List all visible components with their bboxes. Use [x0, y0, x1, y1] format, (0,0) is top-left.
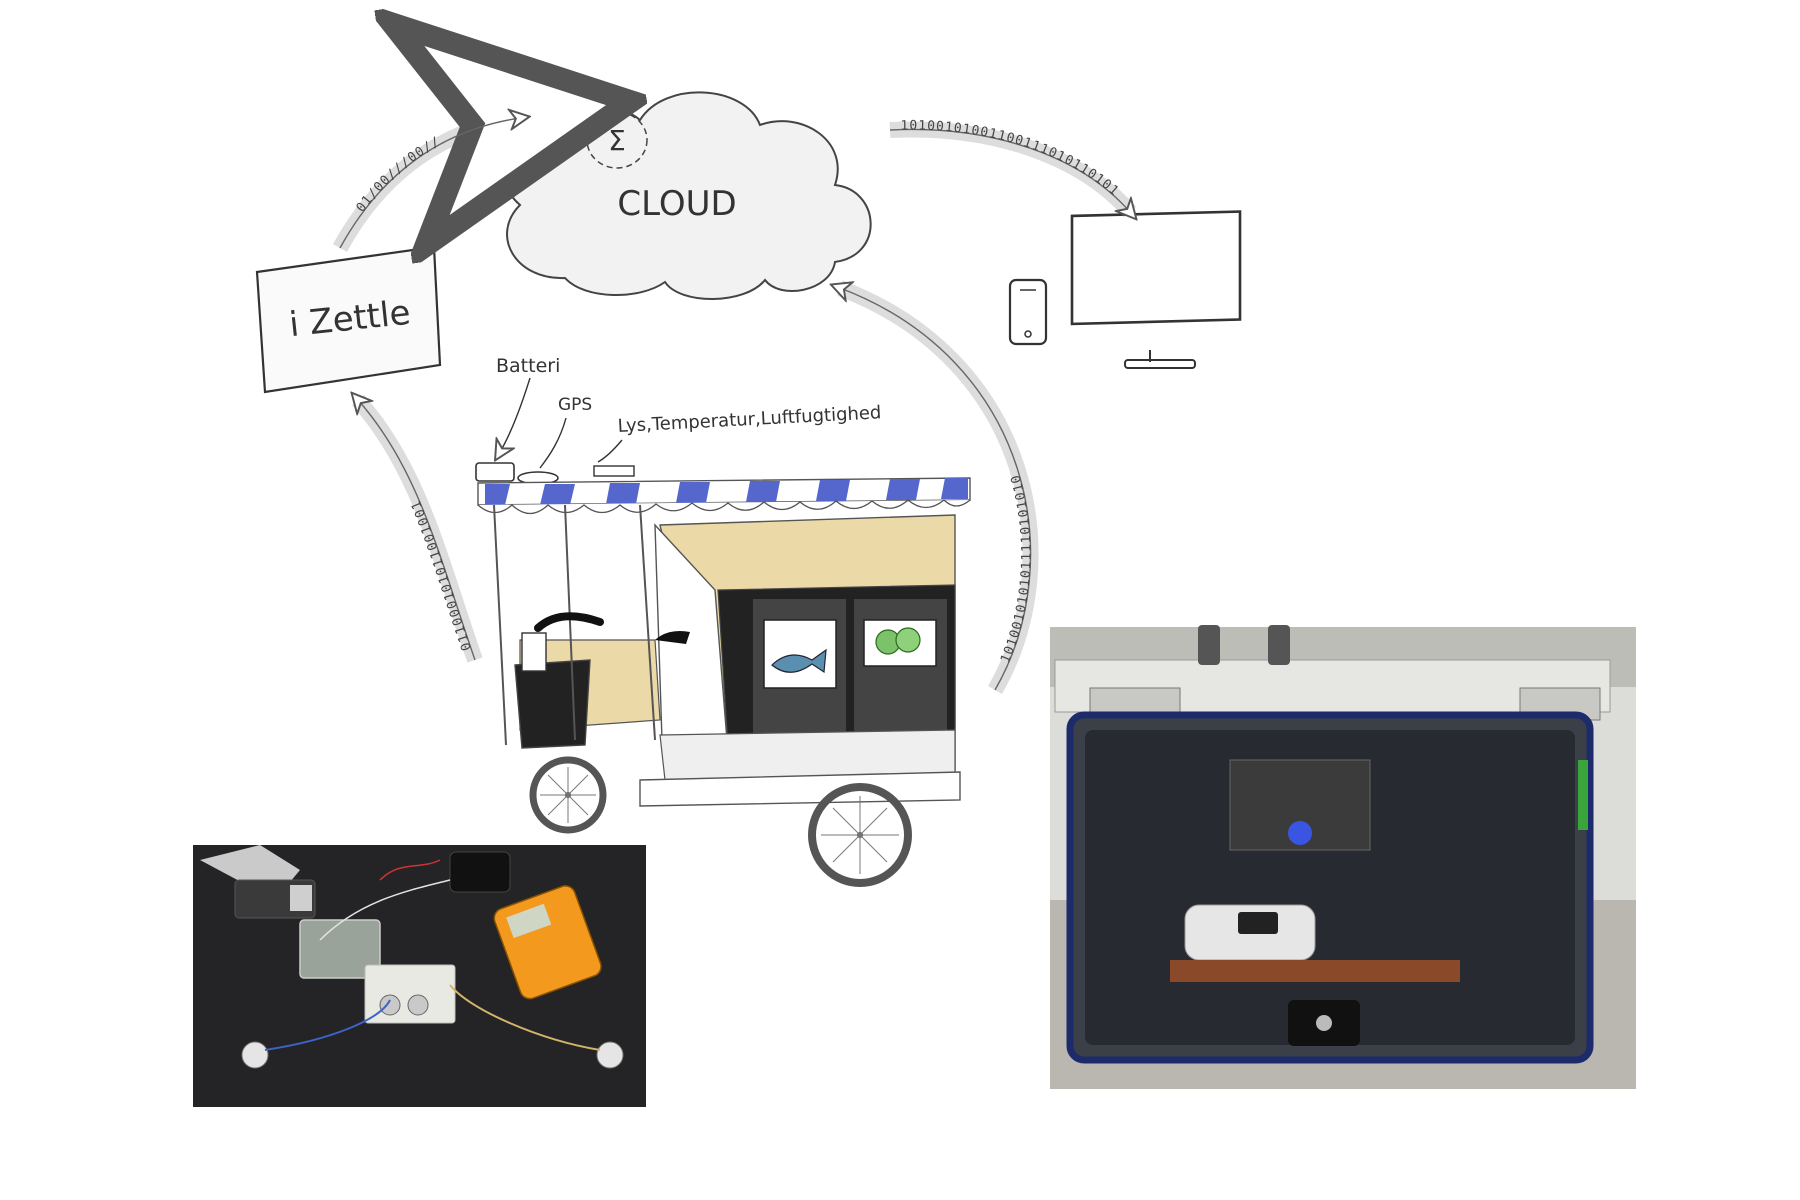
sensor-enclosure-photo — [1050, 625, 1636, 1089]
rear-wheel — [808, 783, 912, 887]
cable-gland-right — [1268, 625, 1290, 665]
awning-stripes — [485, 478, 968, 505]
mounting-plate — [1170, 960, 1460, 982]
market-cart-illustration — [475, 462, 971, 887]
gps-label: GPS — [558, 395, 592, 415]
svg-text:1010010101011110101010: 1010010101011110101010 — [998, 472, 1034, 665]
brand-label — [1578, 760, 1588, 830]
bits-izettle-to-cloud: 01/00///00// — [354, 134, 443, 215]
smartphone-icon — [1008, 278, 1048, 346]
environment-sensor-label: Lys,Temperatur,Luftfugtighed — [617, 402, 882, 437]
environment-sensor-icon — [593, 465, 635, 477]
stream-cloud-to-devices: 10100101001100111010110101 — [889, 118, 1130, 212]
electronics-prototype-photo — [193, 845, 646, 1107]
cloud-node: Σ CLOUD — [503, 91, 872, 300]
bits-cart-to-cloud: 1010010101011110101010 — [998, 472, 1033, 665]
svg-text:10100101001100111010110101: 10100101001100111010110101 — [900, 118, 1122, 199]
monitor-icon — [1070, 210, 1242, 326]
battery-label: Batteri — [496, 355, 560, 377]
bits-cart-to-izettle: 011000101011001001 — [408, 498, 473, 653]
handlebar — [534, 612, 604, 632]
status-led — [1288, 821, 1312, 845]
sigma-symbol: Σ — [608, 124, 626, 157]
breadboard — [364, 964, 456, 1024]
pir-sensor-left — [241, 1041, 269, 1069]
front-basket — [514, 659, 591, 749]
battery-icon — [475, 462, 515, 482]
cloud-label: CLOUD — [617, 184, 736, 224]
stream-izettle-to-cloud: 01/00///00// — [332, 118, 520, 248]
stream-cart-to-izettle: 011000101011001001 — [358, 400, 483, 663]
fish-icon — [771, 648, 827, 674]
cart-chassis — [639, 771, 961, 807]
monitor-stand — [1124, 359, 1196, 369]
pir-sensor-right — [596, 1041, 624, 1069]
cart-floor — [659, 729, 956, 781]
svg-text:01/00///00//: 01/00///00// — [354, 134, 444, 215]
display-devices — [1008, 210, 1242, 369]
crate-vegetables — [852, 597, 949, 739]
izettle-node: i Zettle — [255, 245, 442, 394]
front-wheel — [529, 756, 607, 834]
raspberry-pi-board — [299, 919, 381, 979]
seat — [655, 631, 690, 644]
sensor-labels: Batteri GPS Lys,Temperatur,Luftfugtighed — [496, 355, 882, 469]
bits-cloud-to-devices: 10100101001100111010110101 — [900, 118, 1121, 199]
payment-terminal-icon — [521, 632, 547, 672]
keyboard — [449, 851, 511, 893]
cable-gland-left — [1198, 625, 1220, 665]
svg-text:011000101011001001: 011000101011001001 — [408, 498, 474, 653]
